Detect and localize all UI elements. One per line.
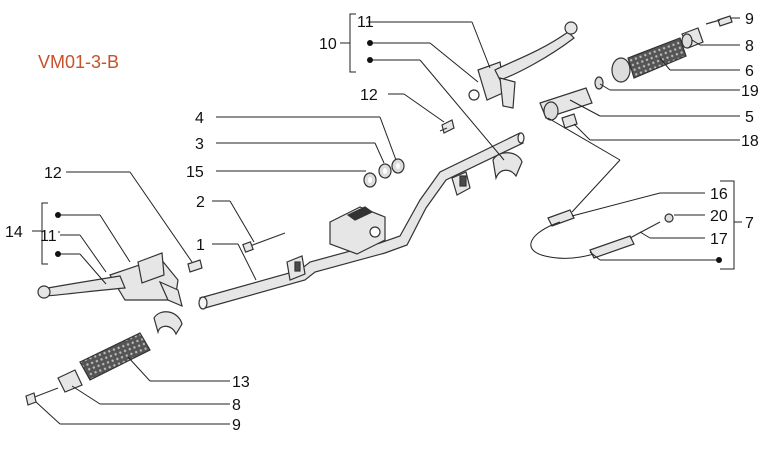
callout-12-top: 12 [360, 87, 378, 104]
callout-8-top: 8 [745, 38, 754, 55]
leader-lines [32, 13, 742, 425]
callout-17: 17 [710, 231, 728, 248]
callout-15: 15 [186, 164, 204, 181]
center-clamp [286, 171, 471, 281]
callout-5: 5 [745, 109, 754, 126]
callout-labels: 11 10 12 4 3 15 2 1 12 11 14 13 8 9 9 8 … [5, 11, 759, 434]
callout-20: 20 [710, 208, 728, 225]
callout-7: 7 [745, 215, 754, 232]
callout-16: 16 [710, 186, 728, 203]
callout-13: 13 [232, 374, 250, 391]
callout-12-left: 12 [44, 165, 62, 182]
callout-8-bottom: 8 [232, 397, 241, 414]
left-clutch-lever [37, 252, 183, 336]
callout-14: 14 [5, 224, 23, 241]
callout-19: 19 [741, 83, 759, 100]
callout-11-top: 11 [357, 14, 374, 31]
callout-6: 6 [745, 63, 754, 80]
callout-9-top: 9 [745, 11, 754, 28]
callout-3: 3 [195, 136, 204, 153]
throttle-assembly [539, 15, 733, 129]
callout-18: 18 [741, 133, 759, 150]
adjuster-screw-top [439, 119, 455, 134]
callout-9-bottom: 9 [232, 417, 241, 434]
callout-2: 2 [196, 194, 205, 211]
long-bolt [242, 232, 286, 253]
bullet-dots [55, 40, 722, 263]
diagram-code: VM01-3-B [38, 52, 120, 72]
callout-1: 1 [196, 237, 205, 254]
callout-4: 4 [195, 110, 204, 127]
left-grip [25, 332, 151, 406]
throttle-cable [530, 209, 674, 259]
callout-11-left: 11 [40, 228, 57, 245]
washer-set [363, 158, 405, 188]
callout-10: 10 [319, 36, 337, 53]
adjuster-screw-left [187, 259, 203, 273]
right-brake-lever [468, 21, 578, 181]
